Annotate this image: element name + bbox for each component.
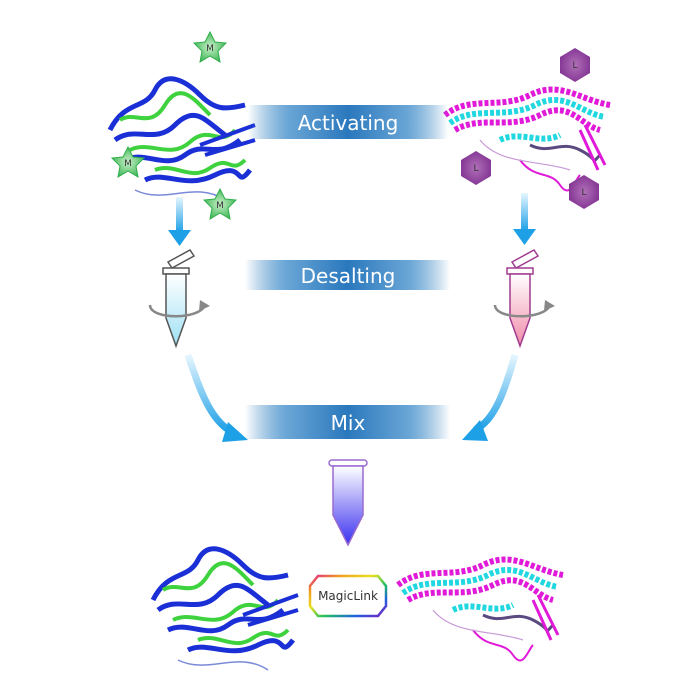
conjugate-protein-left [153, 549, 298, 670]
desalting-banner [245, 260, 450, 290]
reagent-star-icon: M [111, 146, 145, 178]
reagent-hexagon-icon: L [560, 48, 590, 82]
svg-text:M: M [124, 159, 132, 169]
step-activating-label: Activating [298, 111, 399, 135]
svg-text:M: M [216, 201, 224, 211]
desalting-column-right-icon [493, 249, 555, 349]
mix-tube-icon [328, 459, 368, 547]
conjugate-protein-right [398, 560, 563, 661]
reagent-star-icon: M [193, 31, 227, 63]
desalting-column-left-icon [148, 249, 210, 349]
arrow-down-icon [513, 193, 536, 245]
svg-text:L: L [581, 188, 586, 198]
reagent-hexagon-icon: L [569, 175, 599, 209]
magiclink-label: MagicLink [318, 589, 378, 603]
step-desalting-label: Desalting [301, 264, 396, 288]
svg-text:L: L [572, 61, 577, 71]
reagent-star-icon: M [203, 188, 237, 220]
svg-text:L: L [473, 164, 478, 174]
protein-left-structure [110, 79, 255, 200]
reagent-hexagon-icon: L [461, 151, 491, 185]
mix-banner [245, 405, 450, 439]
step-mix-label: Mix [331, 411, 366, 435]
svg-text:M: M [206, 44, 214, 54]
arrow-down-icon [168, 197, 191, 246]
activating-banner [248, 105, 448, 139]
magiclink-box [308, 574, 388, 618]
curved-arrow-left-icon [184, 353, 248, 442]
curved-arrow-right-icon [462, 354, 519, 441]
